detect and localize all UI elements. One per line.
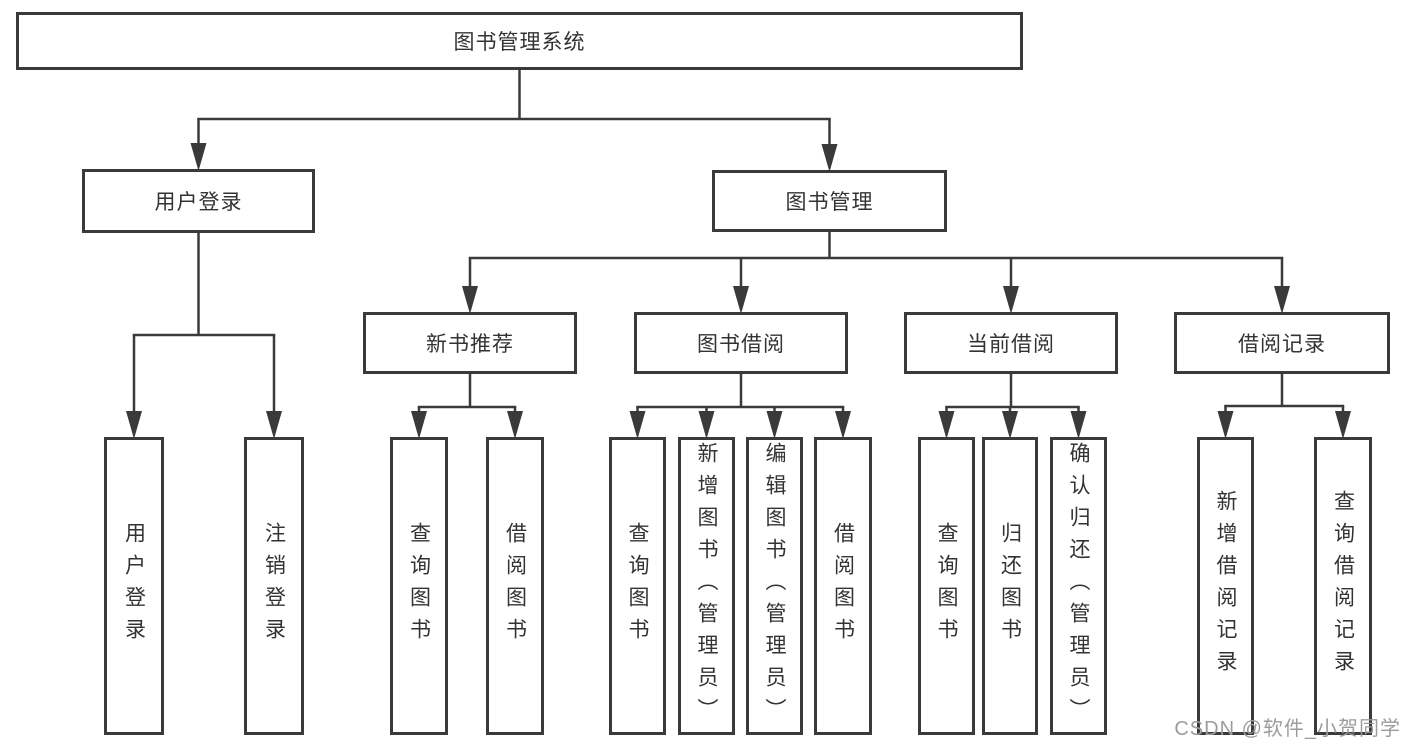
node-label-book-borrow: 图书借阅 — [697, 333, 785, 356]
node-leaf-cb-confirm: 确认归还（管理员） — [1050, 437, 1107, 735]
arrowhead-icon — [190, 143, 207, 171]
arrowhead-icon — [1070, 411, 1087, 439]
node-leaf-logout: 注销登录 — [244, 437, 304, 735]
node-leaf-br-query: 查询借阅记录 — [1314, 437, 1372, 735]
node-label-leaf-logout: 注销登录 — [262, 522, 286, 650]
arrowhead-icon — [938, 411, 955, 439]
node-leaf-bb-query: 查询图书 — [609, 437, 666, 735]
arrowhead-icon — [1335, 411, 1351, 439]
arrowhead-icon — [629, 411, 646, 439]
arrowhead-icon — [266, 411, 282, 439]
node-label-leaf-bb-edit: 编辑图书（管理员） — [763, 442, 786, 730]
node-label-new-book-rec: 新书推荐 — [426, 333, 514, 356]
arrowhead-icon — [766, 411, 783, 439]
arrowhead-icon — [1274, 286, 1290, 314]
node-label-leaf-br-add: 新增借阅记录 — [1214, 490, 1237, 682]
node-leaf-rec-query: 查询图书 — [390, 437, 448, 735]
node-label-leaf-bb-add: 新增图书（管理员） — [695, 442, 718, 730]
node-current-borrow: 当前借阅 — [904, 312, 1118, 374]
node-leaf-user-login: 用户登录 — [104, 437, 164, 735]
node-label-book-mgmt: 图书管理 — [785, 191, 874, 214]
node-leaf-rec-borrow: 借阅图书 — [486, 437, 544, 735]
node-label-leaf-cb-confirm: 确认归还（管理员） — [1067, 442, 1090, 730]
node-leaf-bb-borrow: 借阅图书 — [814, 437, 872, 735]
node-label-root: 图书管理系统 — [453, 31, 586, 54]
arrowhead-icon — [462, 286, 478, 314]
node-borrow-records: 借阅记录 — [1174, 312, 1390, 374]
node-leaf-cb-query: 查询图书 — [918, 437, 975, 735]
node-label-borrow-records: 借阅记录 — [1238, 333, 1326, 356]
node-label-leaf-rec-borrow: 借阅图书 — [503, 522, 527, 650]
node-label-leaf-bb-query: 查询图书 — [626, 522, 649, 650]
arrowhead-icon — [733, 286, 749, 314]
node-label-leaf-bb-borrow: 借阅图书 — [831, 522, 855, 650]
node-label-leaf-user-login: 用户登录 — [122, 522, 146, 650]
node-book-borrow: 图书借阅 — [634, 312, 848, 374]
node-label-leaf-rec-query: 查询图书 — [407, 522, 431, 650]
arrowhead-icon — [1217, 411, 1234, 439]
arrowhead-icon — [1002, 411, 1018, 439]
node-root: 图书管理系统 — [16, 12, 1023, 70]
node-label-current-borrow: 当前借阅 — [967, 333, 1055, 356]
arrowhead-icon — [821, 144, 838, 172]
arrowhead-icon — [698, 411, 715, 439]
node-new-book-rec: 新书推荐 — [363, 312, 577, 374]
node-leaf-bb-edit: 编辑图书（管理员） — [746, 437, 803, 735]
node-label-leaf-cb-return: 归还图书 — [998, 522, 1022, 650]
node-user-login: 用户登录 — [82, 169, 315, 233]
arrowhead-icon — [1003, 286, 1019, 314]
node-label-user-login: 用户登录 — [154, 191, 243, 214]
node-leaf-bb-add: 新增图书（管理员） — [678, 437, 735, 735]
node-label-leaf-cb-query: 查询图书 — [935, 522, 958, 650]
node-leaf-cb-return: 归还图书 — [982, 437, 1038, 735]
node-book-mgmt: 图书管理 — [712, 170, 947, 232]
arrowhead-icon — [126, 411, 142, 439]
node-label-leaf-br-query: 查询借阅记录 — [1331, 490, 1355, 682]
arrowhead-icon — [411, 411, 427, 439]
arrowhead-icon — [507, 411, 523, 439]
arrowhead-icon — [835, 411, 851, 439]
node-leaf-br-add: 新增借阅记录 — [1197, 437, 1254, 735]
watermark-text: CSDN @软件_小贺同学 — [1174, 718, 1401, 740]
